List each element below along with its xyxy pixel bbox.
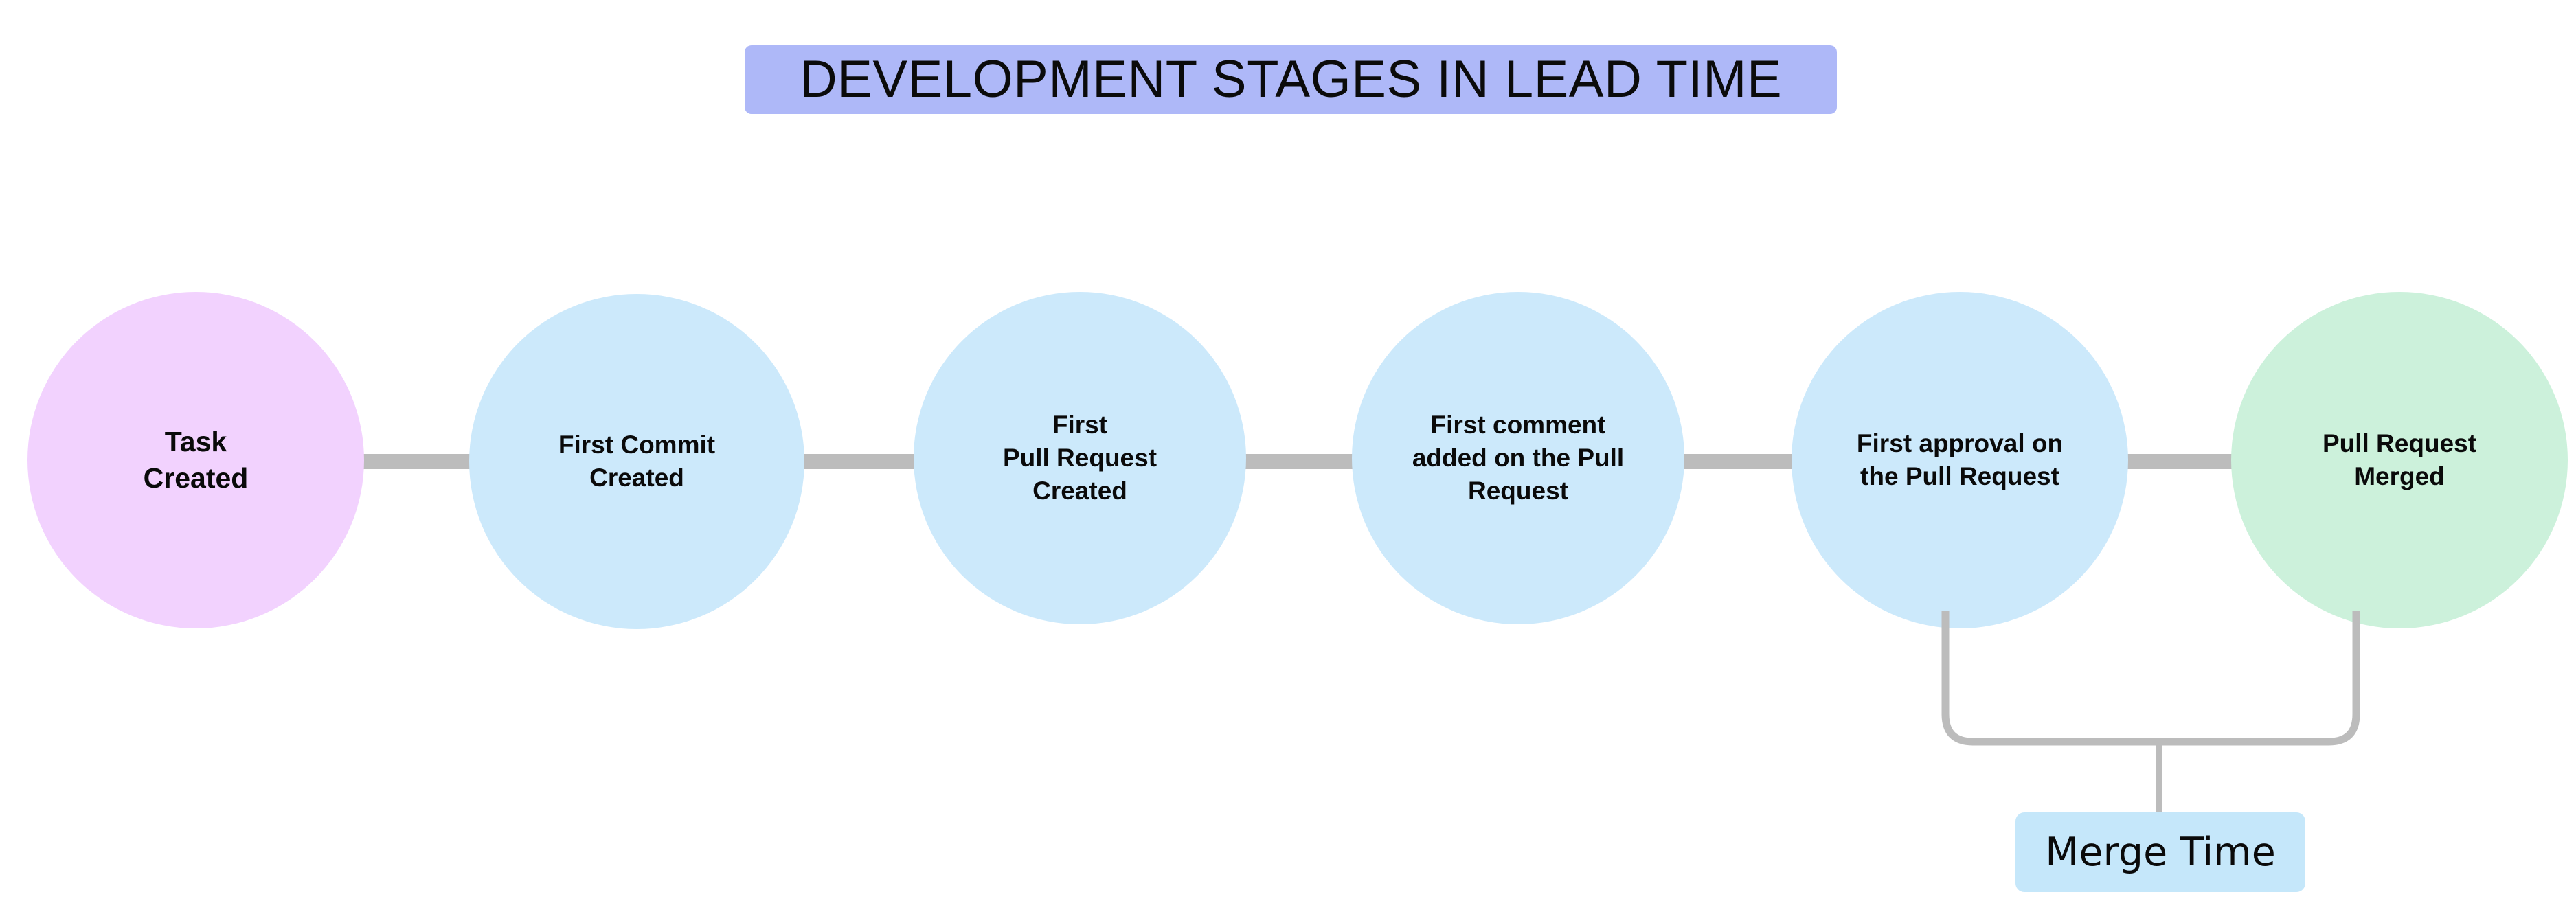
stage-label-task-created: Task Created — [143, 425, 249, 494]
connector-task-created-to-first-commit — [361, 454, 472, 469]
connector-first-pr-to-first-comment — [1242, 454, 1355, 469]
stage-node-first-approval[interactable]: First approval on the Pull Request — [1792, 292, 2128, 628]
stage-label-first-comment: First comment added on the Pull Request — [1412, 410, 1625, 505]
stage-label-first-approval: First approval on the Pull Request — [1856, 429, 2064, 490]
stage-node-first-pull-request[interactable]: First Pull Request Created — [914, 292, 1246, 624]
stage-node-pull-request-merged[interactable]: Pull Request Merged — [2231, 292, 2568, 628]
merge-time-bracket — [1941, 611, 2360, 812]
merge-time-label-text: Merge Time — [2045, 829, 2276, 875]
stage-node-task-created[interactable]: Task Created — [27, 292, 364, 628]
merge-time-label[interactable]: Merge Time — [2015, 812, 2305, 892]
connector-first-approval-to-pr-merged — [2125, 454, 2234, 469]
stage-label-pull-request-merged: Pull Request Merged — [2322, 429, 2477, 490]
stage-label-first-pull-request: First Pull Request Created — [1002, 410, 1157, 505]
connector-first-commit-to-first-pr — [801, 454, 916, 469]
page-title: DEVELOPMENT STAGES IN LEAD TIME — [745, 45, 1837, 114]
page-title-text: DEVELOPMENT STAGES IN LEAD TIME — [799, 50, 1783, 109]
stage-node-first-commit[interactable]: First Commit Created — [469, 294, 804, 629]
connector-first-comment-to-first-approval — [1682, 454, 1794, 469]
stage-label-first-commit: First Commit Created — [558, 430, 716, 492]
stage-node-first-comment[interactable]: First comment added on the Pull Request — [1352, 292, 1684, 624]
